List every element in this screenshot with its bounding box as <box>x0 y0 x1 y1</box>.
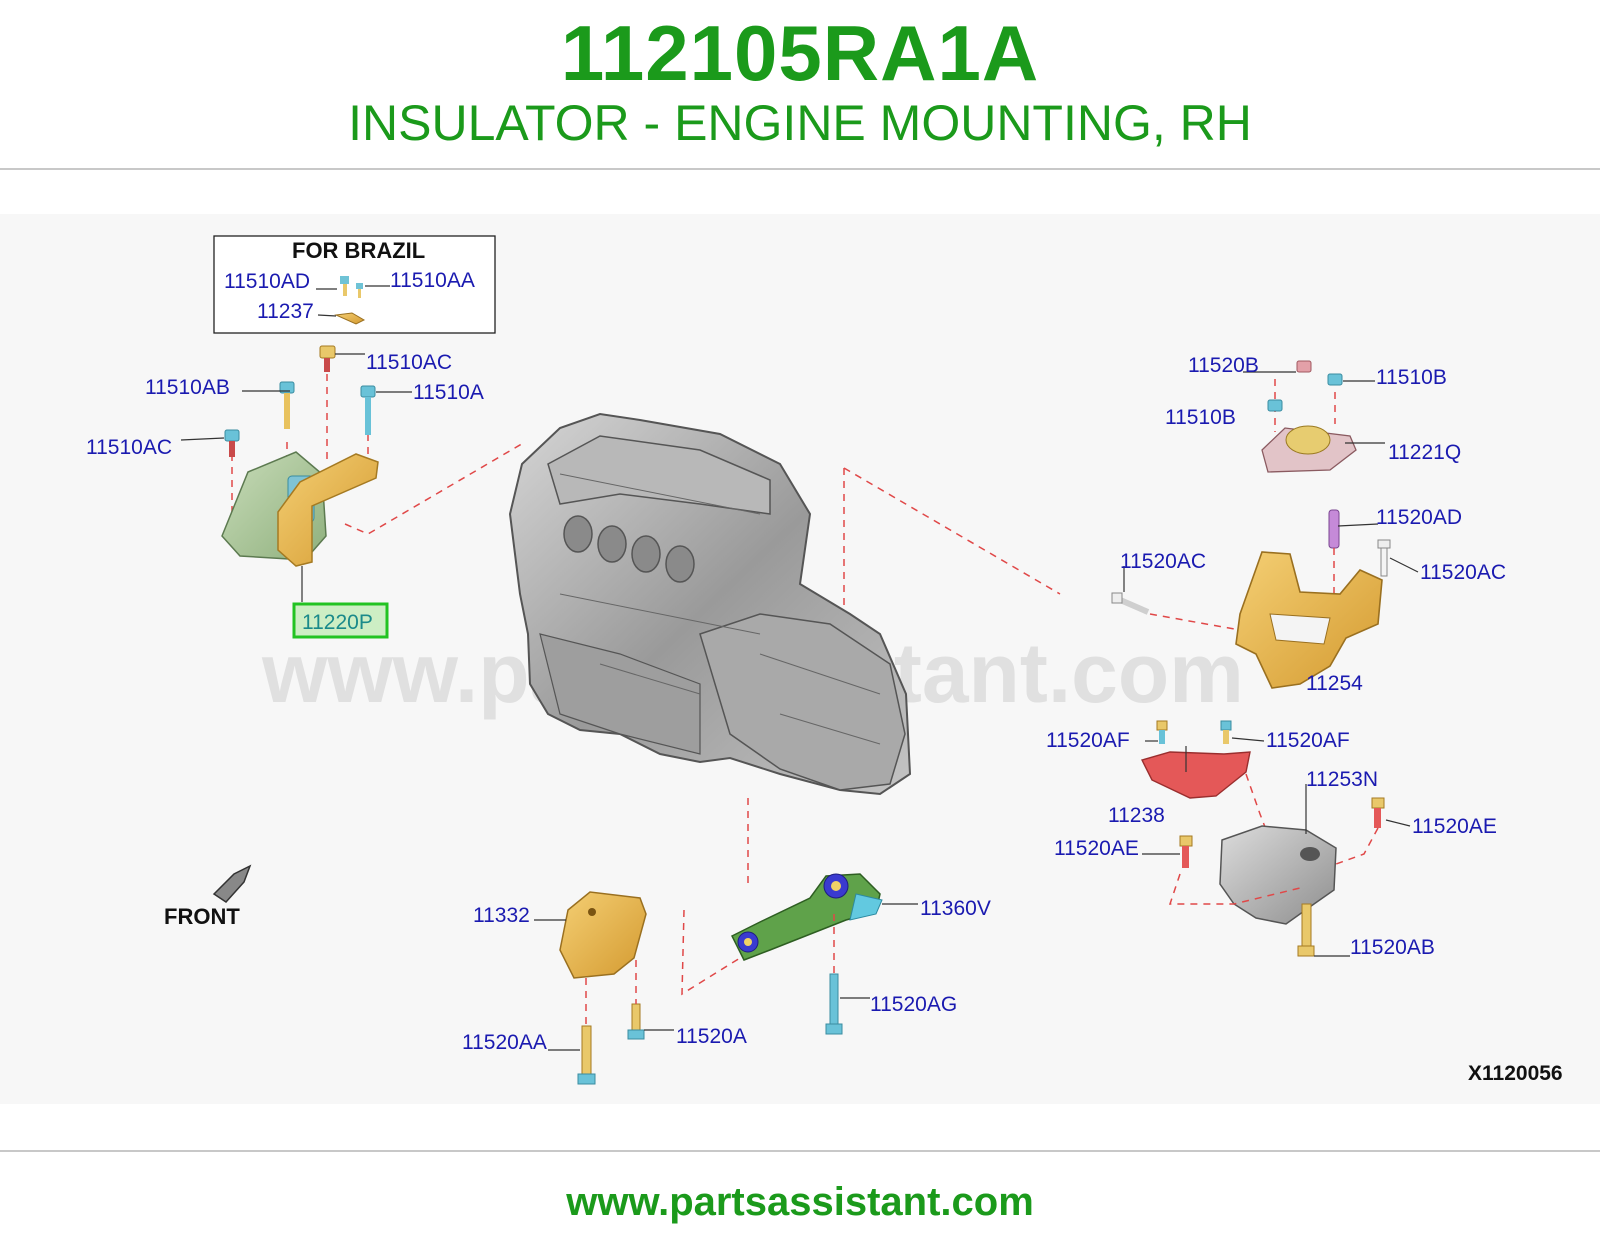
callout-11520AE[interactable]: 11520AE <box>1054 837 1139 860</box>
bolt-icon <box>279 381 295 429</box>
header-divider <box>0 168 1600 170</box>
bracket-11254-group: 11520AD 11520AC 11520AC 11254 <box>1111 506 1506 695</box>
engine-assembly-illustration <box>508 412 912 796</box>
front-arrow-icon <box>212 864 252 903</box>
bracket-11332-group: 11332 11520AA 11520A <box>462 798 749 1085</box>
rh-mount-group: 11510AC 11510AB 11510A 11510AC 11220P <box>86 345 526 639</box>
bolt-icon <box>1220 720 1232 744</box>
callout-11520AF[interactable]: 11520AF <box>1046 729 1130 752</box>
leader-dash <box>843 467 1061 595</box>
callout-11520AD[interactable]: 11520AD <box>1376 506 1462 529</box>
leader-line <box>180 437 225 441</box>
brazil-inset: FOR BRAZIL 11510AD 11510AA 11237 <box>213 235 496 334</box>
callout-11510AD[interactable]: 11510AD <box>224 270 310 293</box>
callout-11510B[interactable]: 11510B <box>1376 366 1447 389</box>
leader-dash <box>1168 873 1301 905</box>
inset-bolt-icon <box>340 276 349 296</box>
callout-11360V[interactable]: 11360V <box>920 897 991 920</box>
inset-bracket-icon <box>334 312 366 325</box>
callout-11238[interactable]: 11238 <box>1108 804 1165 827</box>
bolt-icon <box>1267 399 1283 412</box>
part-number-title: 112105RA1A <box>560 9 1040 97</box>
torque-rod-bushing-cap <box>849 893 883 921</box>
callout-11220P[interactable]: 11220P <box>302 611 373 634</box>
parts-diagram-canvas: www.partsassistant.com FOR BRAZIL 11510A… <box>0 214 1600 1104</box>
footer-website-link[interactable]: www.partsassistant.com <box>566 1180 1034 1224</box>
callout-11510AC[interactable]: 11510AC <box>366 351 452 374</box>
leader-line <box>1231 737 1265 742</box>
callout-11332[interactable]: 11332 <box>473 904 530 927</box>
mount-rubber <box>1285 425 1331 455</box>
bolt-icon <box>1328 509 1340 549</box>
inset-title: FOR BRAZIL <box>292 238 425 263</box>
bolt-icon <box>825 973 843 1035</box>
bolt-icon <box>1327 373 1343 386</box>
inset-bolt-icon <box>356 283 363 298</box>
leader-dash <box>344 441 526 535</box>
leader-line <box>1385 819 1411 827</box>
intake-ports <box>563 515 695 583</box>
torque-rod-11360v-group: 11360V 11520AG <box>730 873 991 1035</box>
bolt-icon <box>360 385 376 435</box>
bolt-icon <box>1371 797 1385 828</box>
diagram-code: X1120056 <box>1468 1062 1563 1085</box>
callout-11510A[interactable]: 11510A <box>413 381 484 404</box>
mount-11221q-group: 11520B 11510B 11510B 11221Q <box>1165 354 1461 473</box>
oil-pan <box>539 633 701 755</box>
callout-11510AA[interactable]: 11510AA <box>390 269 475 292</box>
footer-divider <box>0 1150 1600 1152</box>
bolt-icon <box>577 1025 596 1085</box>
page-header: 112105RA1A INSULATOR - ENGINE MOUNTING, … <box>0 0 1600 168</box>
bracket-11238-body <box>1140 751 1251 799</box>
bracket-opening <box>1269 613 1331 645</box>
callout-11237[interactable]: 11237 <box>257 300 314 323</box>
callout-11520AC[interactable]: 11520AC <box>1120 550 1206 573</box>
bolt-icon <box>224 429 240 457</box>
front-label: FRONT <box>164 904 240 929</box>
bolt-icon <box>1111 592 1150 615</box>
bolt-icon <box>319 345 336 372</box>
leader-line <box>1337 523 1379 527</box>
callout-11520B[interactable]: 11520B <box>1188 354 1259 377</box>
callout-11520AF[interactable]: 11520AF <box>1266 729 1350 752</box>
leader-dash <box>1335 827 1379 865</box>
bolt-icon <box>1179 835 1193 868</box>
front-direction-indicator: FRONT <box>164 864 252 929</box>
callout-11510AC[interactable]: 11510AC <box>86 436 172 459</box>
bolt-icon <box>1296 360 1312 373</box>
callout-11510AB[interactable]: 11510AB <box>145 376 230 399</box>
cylinder-head <box>547 435 771 515</box>
leader-dash <box>681 909 741 996</box>
bolt-icon <box>1297 903 1315 957</box>
callout-11510B[interactable]: 11510B <box>1165 406 1236 429</box>
leader-line <box>317 314 337 317</box>
callout-11253N[interactable]: 11253N <box>1306 768 1378 791</box>
leader-dash <box>1245 773 1271 841</box>
callout-11520A[interactable]: 11520A <box>676 1025 747 1048</box>
callout-11221Q[interactable]: 11221Q <box>1388 441 1461 464</box>
bolt-icon <box>1156 720 1168 744</box>
part-name-subtitle: INSULATOR - ENGINE MOUNTING, RH <box>348 95 1252 151</box>
leader-dash <box>1149 613 1241 631</box>
callout-11520AB[interactable]: 11520AB <box>1350 936 1435 959</box>
transmission-case <box>699 613 906 791</box>
callout-11520AC[interactable]: 11520AC <box>1420 561 1506 584</box>
callout-11520AE[interactable]: 11520AE <box>1412 815 1497 838</box>
highlight-box <box>292 602 389 639</box>
bolt-icon <box>1377 539 1391 577</box>
parts-diagram: www.partsassistant.com FOR BRAZIL 11510A… <box>0 214 1600 1124</box>
callout-11520AG[interactable]: 11520AG <box>870 993 957 1016</box>
bracket-11253n-group: 11520AF 11520AF 11253N 11238 11520AE 115… <box>1046 720 1497 959</box>
bracket-hole <box>1300 847 1320 861</box>
mount-bracket-arm <box>277 453 379 567</box>
leader-line <box>1389 557 1419 573</box>
bracket-11332-body <box>559 891 647 979</box>
engine-detail-lines <box>559 473 881 745</box>
callout-11520AA[interactable]: 11520AA <box>462 1031 547 1054</box>
callout-11254[interactable]: 11254 <box>1306 672 1363 695</box>
